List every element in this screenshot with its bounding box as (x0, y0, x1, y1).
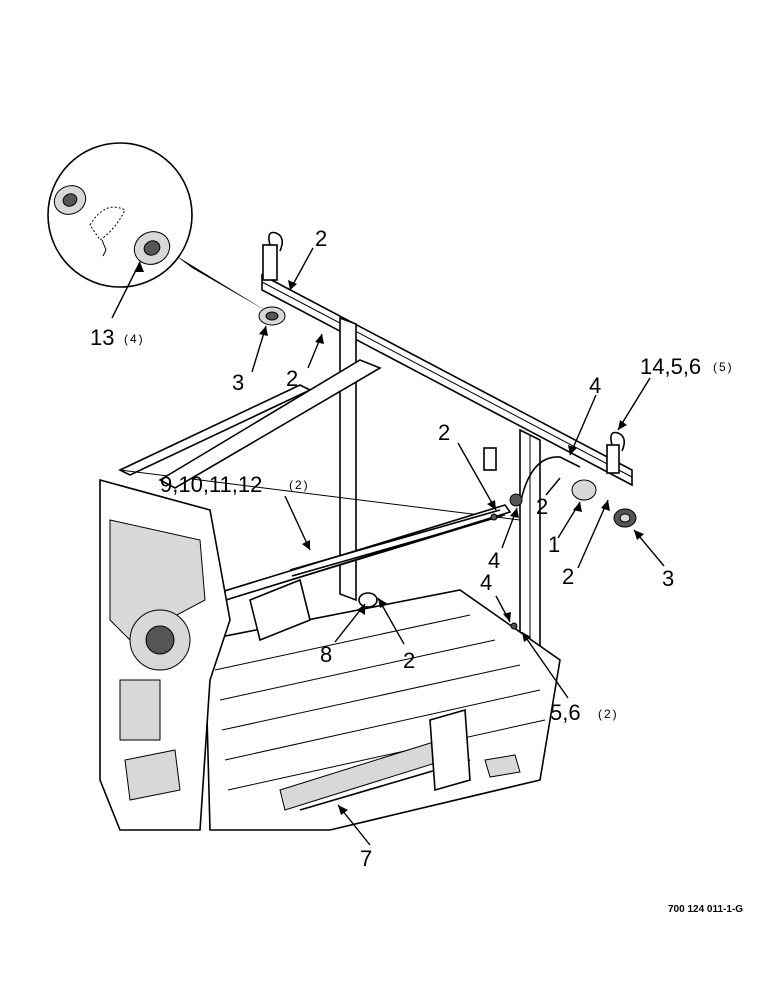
lamp-right (571, 479, 597, 501)
callout-2-top-hinge: 2 (315, 226, 327, 251)
leader-lines (111, 247, 665, 846)
callout-2-post: 2 (438, 420, 450, 445)
callout-4-top: 4 (589, 373, 601, 398)
callout-2-shaft: 2 (403, 648, 415, 673)
clip-ring (358, 592, 378, 608)
callout-2-left-bracket: 2 (286, 366, 298, 391)
callout-7: 7 (360, 846, 372, 871)
callout-2-right-lamp: 2 (562, 564, 574, 589)
callout-2-right-mount: 2 (536, 494, 548, 519)
deck-panel (204, 589, 561, 831)
side-machinery (99, 478, 311, 831)
callout-3-left: 3 (232, 370, 244, 395)
component-assemblies (258, 306, 637, 630)
callout-4-lower: 4 (480, 570, 492, 595)
callout-13: 13 (90, 325, 114, 350)
callout-14-quantity: (5) (713, 360, 734, 374)
callout-9-quantity: (2) (289, 478, 310, 492)
figure-reference: 700 124 011-1-G (668, 904, 743, 915)
callout-5-6: 5,6 (550, 700, 581, 725)
callout-5-6-quantity: (2) (598, 707, 619, 721)
callout-labels: 13 (4) 2 3 2 14,5,6 (5) 4 2 9,10,11,12 (… (90, 226, 734, 871)
wire-harness (519, 456, 581, 506)
callout-9-10-11-12: 9,10,11,12 (160, 472, 262, 497)
mounting-frame (118, 231, 633, 682)
callout-4-middle: 4 (488, 548, 500, 573)
callout-3-right: 3 (662, 566, 674, 591)
callout-1: 1 (548, 532, 560, 557)
detail-magnifier (47, 142, 268, 312)
callout-14-5-6: 14,5,6 (640, 354, 701, 379)
callout-13-quantity: (4) (124, 332, 145, 346)
callout-8: 8 (320, 642, 332, 667)
